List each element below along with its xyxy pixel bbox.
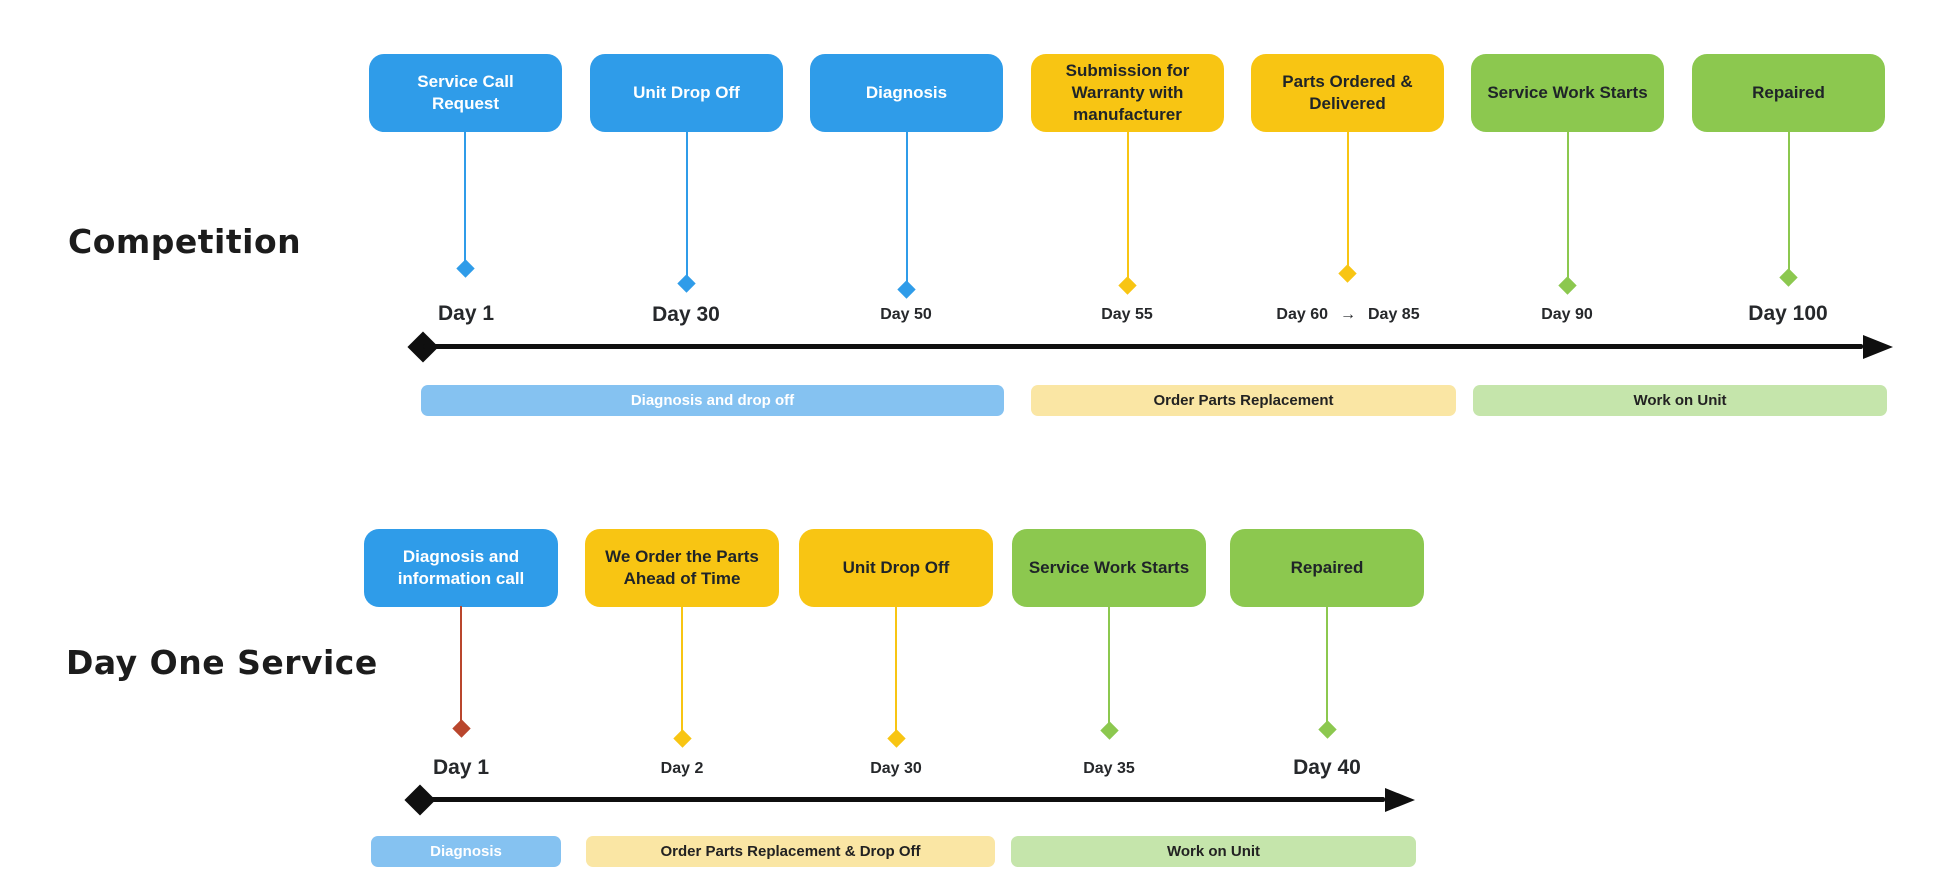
event-day-label: Day 35 (1083, 760, 1135, 777)
event-connector (1347, 131, 1349, 267)
event-connector (1326, 606, 1328, 723)
event-box: Service Call Request (369, 54, 562, 132)
timeline-axis (423, 344, 1863, 349)
event-diamond-icon (1338, 264, 1357, 283)
event-diamond-icon (673, 729, 692, 748)
event-box: Submission for Warranty with manufacture… (1031, 54, 1224, 132)
event-day-to: Day 85 (1368, 306, 1420, 323)
event-connector (681, 606, 683, 732)
event-diamond-icon (887, 729, 906, 748)
event-label: Repaired (1752, 83, 1825, 103)
phase-bar: Diagnosis (371, 836, 561, 867)
event-connector (460, 606, 462, 722)
event-diamond-icon (1100, 721, 1119, 740)
event-label: Parts Ordered & Delivered (1282, 72, 1413, 113)
event-box: Service Work Starts (1471, 54, 1664, 132)
event-day-range: Day 60 → Day 85 (1238, 306, 1458, 324)
event-day-label: Day 30 (870, 760, 922, 777)
phase-bar: Diagnosis and drop off (421, 385, 1004, 416)
competition-title: Competition (68, 222, 302, 261)
event-day-label: Day 40 (1293, 756, 1361, 779)
event-diamond-icon (1779, 268, 1798, 287)
event-label: We Order the Parts Ahead of Time (605, 547, 759, 588)
event-box: Service Work Starts (1012, 529, 1206, 607)
event-day-from: Day 60 (1276, 306, 1328, 323)
event-diamond-icon (1318, 720, 1337, 739)
event-day-label: Day 1 (432, 756, 490, 779)
axis-arrowhead-icon (1863, 335, 1893, 359)
event-label: Service Work Starts (1028, 558, 1190, 578)
event-connector (1567, 131, 1569, 279)
arrow-right-icon: → (1340, 306, 1356, 323)
event-box: We Order the Parts Ahead of Time (585, 529, 779, 607)
event-connector (895, 606, 897, 732)
event-box: Diagnosis (810, 54, 1003, 132)
event-diamond-icon (897, 280, 916, 299)
event-day-label: Day 1 (437, 302, 495, 325)
phase-label: Work on Unit (1633, 392, 1727, 409)
event-label: Unit Drop Off (842, 558, 950, 578)
event-label: Diagnosis and information call (397, 547, 525, 588)
phase-label: Diagnosis (430, 843, 502, 860)
event-connector (464, 131, 466, 262)
phase-bar: Work on Unit (1473, 385, 1887, 416)
event-box: Repaired (1692, 54, 1885, 132)
event-connector (1127, 131, 1129, 279)
event-box: Unit Drop Off (799, 529, 993, 607)
event-label: Submission for Warranty with manufacture… (1065, 61, 1190, 124)
event-connector (1108, 606, 1110, 724)
phase-bar: Work on Unit (1011, 836, 1416, 867)
event-box: Repaired (1230, 529, 1424, 607)
event-diamond-icon (452, 719, 471, 738)
event-diamond-icon (1118, 276, 1137, 295)
event-day-label: Day 55 (1101, 306, 1153, 323)
phase-bar: Order Parts Replacement (1031, 385, 1456, 416)
event-day-label: Day 30 (652, 303, 720, 326)
event-connector (686, 131, 688, 277)
axis-arrowhead-icon (1385, 788, 1415, 812)
event-box: Unit Drop Off (590, 54, 783, 132)
event-day-label: Day 50 (880, 306, 932, 323)
event-label: Unit Drop Off (633, 83, 740, 103)
timeline-axis (420, 797, 1385, 802)
day-one-title: Day One Service (66, 643, 378, 682)
event-diamond-icon (677, 274, 696, 293)
event-label: Diagnosis (865, 83, 948, 103)
event-label: Service Call Request (417, 72, 514, 113)
phase-label: Order Parts Replacement & Drop Off (660, 843, 921, 860)
event-diamond-icon (456, 259, 475, 278)
event-diamond-icon (1558, 276, 1577, 295)
phase-label: Order Parts Replacement (1153, 392, 1334, 409)
phase-label: Diagnosis and drop off (630, 392, 795, 409)
event-connector (1788, 131, 1790, 271)
event-box: Diagnosis and information call (364, 529, 558, 607)
event-day-label: Day 90 (1541, 306, 1593, 323)
event-day-label: Day 2 (660, 760, 704, 777)
event-box: Parts Ordered & Delivered (1251, 54, 1444, 132)
event-label: Service Work Starts (1487, 83, 1648, 103)
phase-bar: Order Parts Replacement & Drop Off (586, 836, 995, 867)
event-label: Repaired (1290, 558, 1364, 578)
event-connector (906, 131, 908, 283)
event-day-label: Day 100 (1748, 302, 1828, 325)
phase-label: Work on Unit (1166, 843, 1261, 860)
